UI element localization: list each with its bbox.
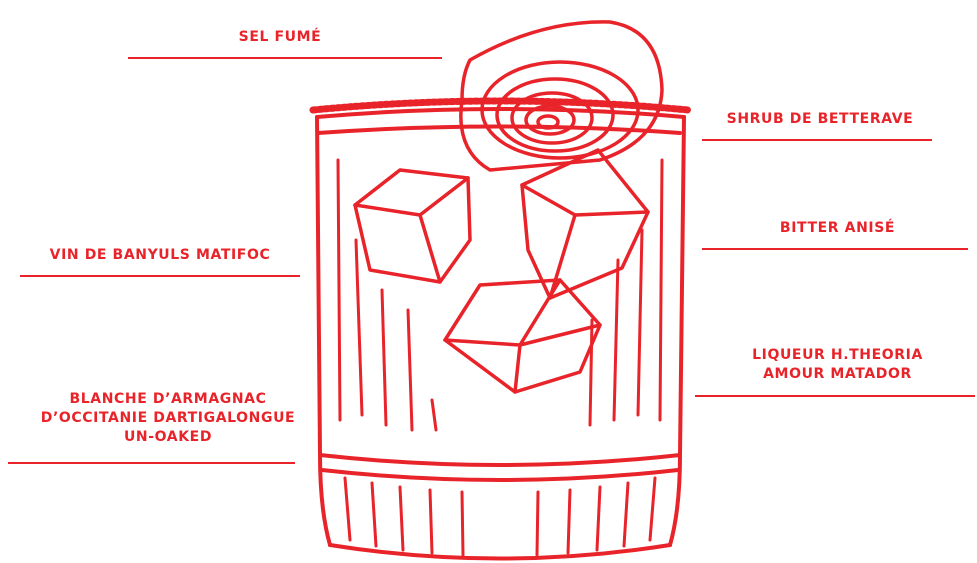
- label-line: SHRUB DE BETTERAVE: [726, 111, 914, 127]
- leader-line-sel-fume: [128, 57, 442, 59]
- glass-base-bottom: [328, 543, 672, 561]
- label-bitter-anise: BITTER ANISÉ: [730, 219, 945, 238]
- label-line: LIQUEUR H.THEORIA: [752, 347, 923, 363]
- glass-rim: [315, 107, 686, 119]
- label-sel-fume: SEL FUMÉ: [170, 28, 390, 47]
- label-line: BITTER ANISÉ: [779, 220, 896, 236]
- label-liqueur-htheoria: LIQUEUR H.THEORIA AMOUR MATADOR: [730, 346, 945, 384]
- glass-base-top: [318, 453, 682, 467]
- label-shrub-betterave: SHRUB DE BETTERAVE: [705, 110, 935, 129]
- leader-line-vin-banyuls: [20, 275, 300, 277]
- leader-line-blanche-armagnac: [8, 462, 295, 464]
- leader-line-liqueur-htheoria: [695, 395, 975, 397]
- glass-left-side: [315, 115, 322, 457]
- ice-cube-left: [353, 168, 472, 284]
- ice-cube-bottom: [443, 278, 602, 394]
- label-line: D’OCCITANIE DARTIGALONGUE: [40, 410, 296, 426]
- label-line: AMOUR MATADOR: [763, 366, 912, 382]
- ice-cube-right: [520, 148, 650, 300]
- label-line: VIN DE BANYULS MATIFOC: [49, 247, 271, 263]
- label-vin-banyuls: VIN DE BANYULS MATIFOC: [20, 246, 300, 265]
- label-line: UN-OAKED: [123, 429, 213, 445]
- glass-right-side: [678, 115, 686, 457]
- label-line: BLANCHE D’ARMAGNAC: [69, 391, 267, 407]
- leader-line-shrub-betterave: [702, 139, 932, 141]
- label-line: SEL FUMÉ: [238, 29, 322, 45]
- leader-line-bitter-anise: [702, 248, 968, 250]
- label-blanche-armagnac: BLANCHE D’ARMAGNAC D’OCCITANIE DARTIGALO…: [22, 390, 314, 447]
- beet-slice-icon: [459, 20, 664, 172]
